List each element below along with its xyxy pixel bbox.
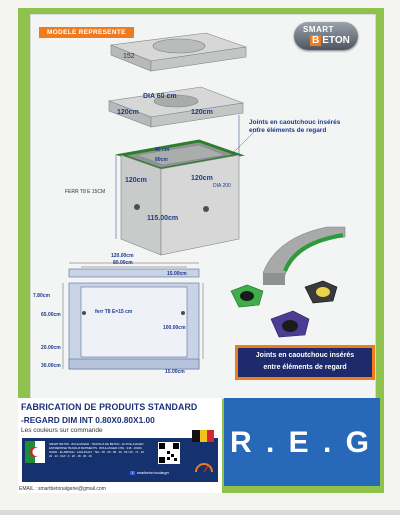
sec-780: 7.80cm [33,293,50,299]
dim-ferr: FERR T8 E 15CM [65,189,106,195]
sec-ferr: ferr T8 E=15 cm [95,309,133,315]
email-address: EMAIL : smartbetonalgerie@gmail.com [19,486,106,492]
sec-6500: 65.00cm [41,312,61,318]
dim-120-c: 120cm [125,177,147,184]
dim-120-b: 120cm [191,109,213,116]
dim-120-a: 120cm [117,109,139,116]
reg-banner: R . E . G [224,398,380,486]
joints-caption-box: Joints en caoutchouc insérés entre éléme… [235,345,375,380]
reg-title: R . E . G [230,426,373,459]
sec-100: 100.00cm [163,325,186,331]
sec-120: 120.00cm [111,253,134,259]
company-info-area: FABRICATION DE PRODUITS STANDARD -REGARD… [18,398,222,493]
dim-top-152: 152 [123,53,135,60]
regard-dimensions: -REGARD DIM INT 0.80X0.80X1.00 [21,415,155,425]
sec-3000: 30.00cm [41,363,61,369]
dim-115: 115.00cm [147,215,179,222]
exploded-view-drawing [62,32,346,370]
bottom-strip [0,510,400,515]
sec-15b: 15.00cm [165,369,185,375]
algeria-flag-icon [25,441,45,463]
dim-dia200: DIA 200 [213,183,231,189]
dim-dia60: DIA 60 cm [143,93,177,100]
dim-inner-80b: 80cm [155,157,168,163]
gauge-icon [195,463,213,473]
sec-80: 80.00cm [113,260,133,266]
dim-inner-80a: 80 cm [155,147,170,153]
company-info-text: SMART BETON · BOULANGER · TRAVAUX DE BET… [49,442,146,458]
model-badge: MODELE REPRESENTE [39,27,134,38]
dim-120-d: 120cm [191,175,213,182]
color-stripe-icon [192,430,214,442]
sec-15a: 15.00cm [167,271,187,277]
facebook-icon: f [130,471,135,475]
fabrication-title: FABRICATION DE PRODUITS STANDARD [21,402,198,412]
company-info-banner: SMART BETON · BOULANGER · TRAVAUX DE BET… [22,438,218,482]
qr-code-icon [158,442,180,464]
joints-note: Joints en caoutchouc insérés entre éléme… [249,119,341,134]
logo-text-smart: SMART [303,25,334,34]
sec-2000: 20.00cm [41,345,61,351]
colors-note: Les couleurs sur commande [21,427,103,434]
